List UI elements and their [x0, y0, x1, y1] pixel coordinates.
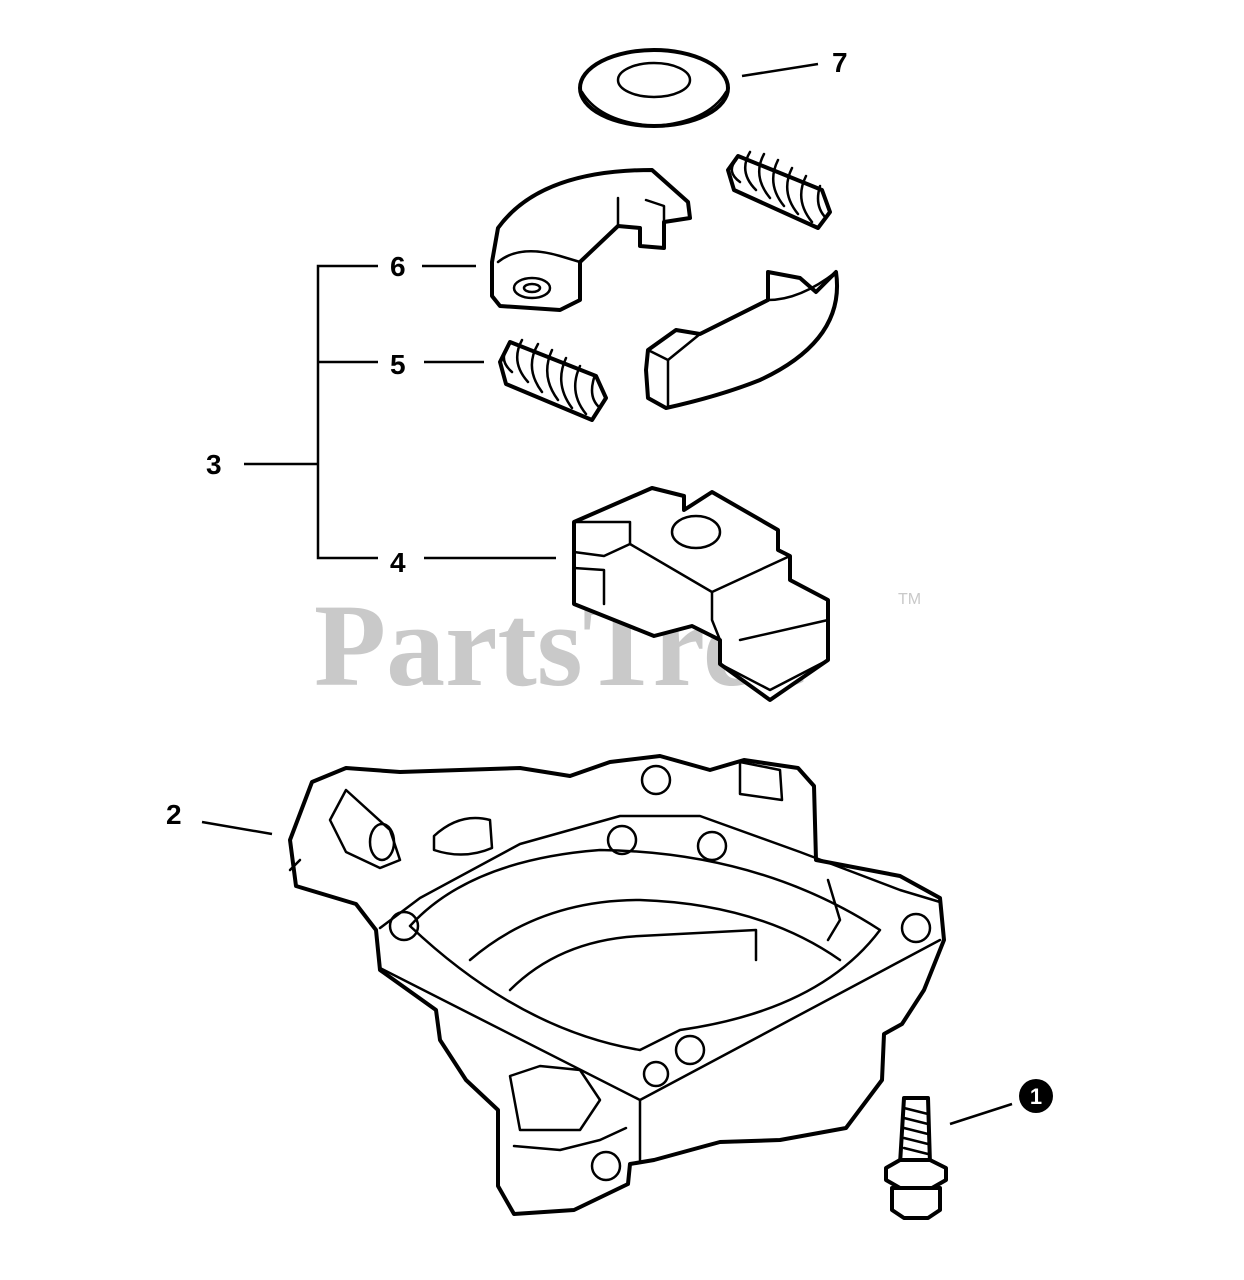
spring-upper[interactable] — [726, 150, 832, 230]
leader-lines — [201, 62, 1013, 1126]
callout-7[interactable]: 7 — [832, 47, 848, 78]
callout-3[interactable]: 3 — [206, 449, 222, 480]
callout-2[interactable]: 2 — [166, 799, 182, 830]
part-7-washer[interactable] — [578, 48, 730, 128]
callout-1-circle — [1019, 1079, 1053, 1113]
callouts: 7 6 5 3 4 2 1 — [166, 47, 1053, 1113]
callout-6[interactable]: 6 — [390, 251, 406, 282]
part-1-bolt[interactable] — [884, 1096, 948, 1220]
callout-4[interactable]: 4 — [390, 547, 406, 578]
watermark-trademark: TM — [898, 591, 921, 608]
callout-1-label: 1 — [1030, 1084, 1042, 1109]
part-4-clutch-hub[interactable] — [572, 486, 830, 702]
part-clutch-shoe-lower[interactable] — [644, 270, 839, 410]
callout-1[interactable]: 1 — [1019, 1079, 1053, 1113]
part-2-clutch-housing[interactable] — [288, 754, 946, 1216]
part-6-clutch-shoe[interactable] — [490, 168, 692, 312]
callout-5[interactable]: 5 — [390, 349, 406, 380]
part-5-spring[interactable] — [498, 338, 608, 422]
